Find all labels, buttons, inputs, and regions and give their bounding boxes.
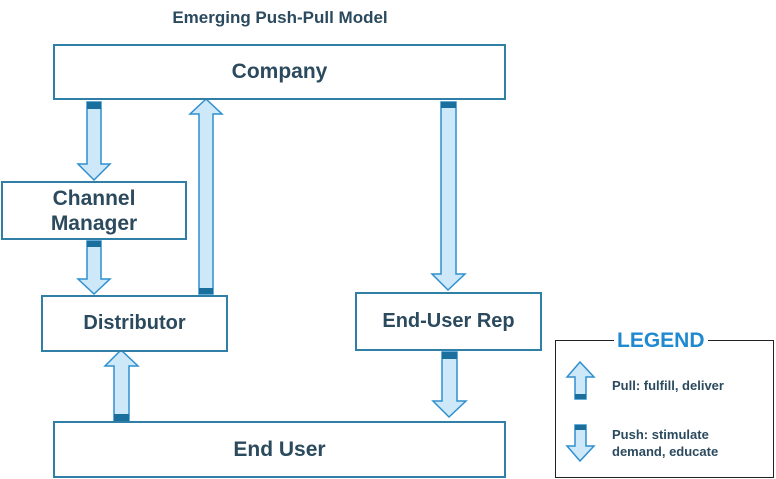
legend-title: LEGEND [614, 329, 708, 353]
legend-pull-label: Pull: fulfill, deliver [612, 378, 724, 393]
arrow-end-user-rep-to-end-user [431, 351, 468, 419]
legend-push-label-line2: demand, educate [612, 444, 719, 459]
distributor-label: Distributor [83, 312, 186, 334]
legend-push-label-line1: Push: stimulate [612, 427, 709, 442]
channel-manager-box: Channel Manager [1, 181, 187, 240]
end-user-rep-box: End-User Rep [355, 292, 542, 351]
arrow-company-to-channel-manager [76, 101, 112, 182]
distributor-box: Distributor [41, 295, 228, 352]
channel-manager-label-line1: Channel [52, 186, 136, 210]
diagram-title: Emerging Push-Pull Model [172, 8, 388, 27]
arrow-channel-manager-to-distributor [76, 240, 112, 296]
arrow-company-to-end-user-rep [430, 101, 467, 292]
end-user-rep-label: End-User Rep [382, 310, 515, 332]
channel-manager-label-line2: Manager [50, 211, 138, 235]
company-label: Company [231, 60, 328, 83]
arrow-end-user-to-distributor [103, 348, 140, 422]
end-user-box: End User [53, 421, 506, 478]
end-user-label: End User [233, 437, 326, 461]
arrow-distributor-to-company [188, 97, 224, 295]
company-box: Company [53, 44, 506, 100]
